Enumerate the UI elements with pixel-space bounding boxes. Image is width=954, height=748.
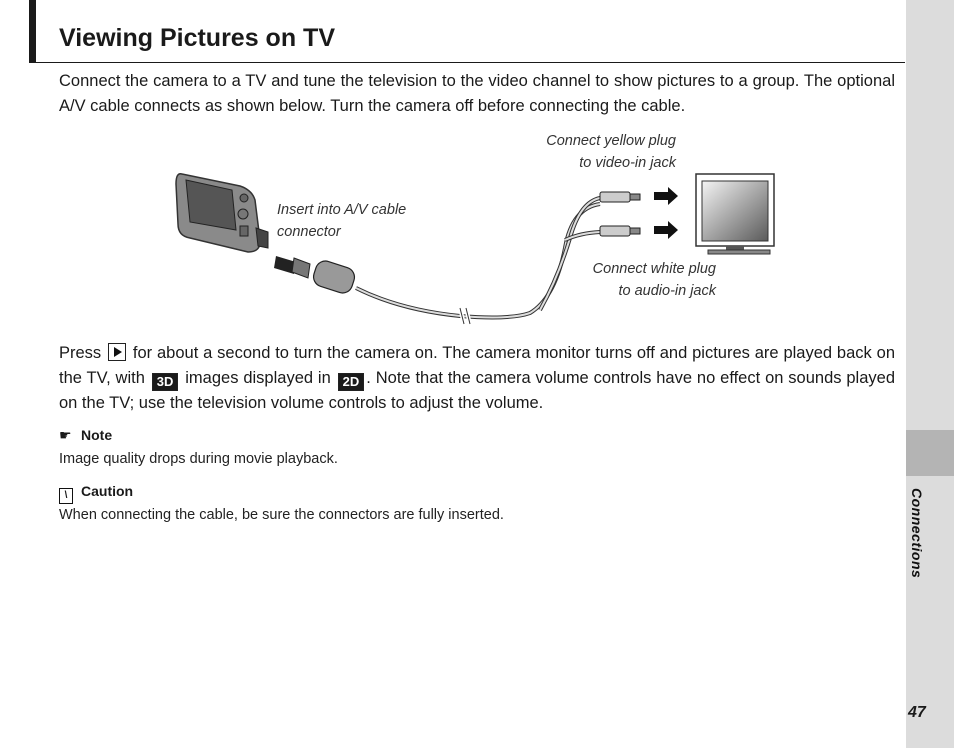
yellow-plug [599,191,641,203]
playback-button-icon [108,343,127,361]
chapter-side-tab-active [906,430,954,476]
3d-mode-icon: 3D [151,373,179,391]
white-plug [599,225,641,237]
note-text: Image quality drops during movie playbac… [59,451,338,467]
caption-white-line-2: to audio-in jack [618,283,716,299]
page-number: 47 [908,704,926,721]
arrow-audio-in-icon [654,221,678,239]
caption-white-plug: Connect white plug to audio-in jack [560,258,716,302]
caption-white-line-1: Connect white plug [592,261,716,277]
2d-mode-icon: 2D [337,373,365,391]
caption-insert-line-1: Insert into A/V cable [277,202,407,218]
note-heading-label: Note [81,427,113,443]
caution-heading-label: Caution [81,483,134,499]
av-cable-connector [274,256,356,294]
caution-icon: \ [59,488,73,504]
arrow-video-in-icon [654,187,678,205]
playback-text-3: images displayed in [180,369,336,387]
playback-paragraph: Press for about a second to turn the cam… [59,341,895,416]
playback-text-1: Press [59,344,107,362]
page-title: Viewing Pictures on TV [59,24,335,52]
intro-paragraph: Connect the camera to a TV and tune the … [59,72,895,115]
chapter-side-tab [906,0,954,748]
chapter-label: Connections [909,488,925,579]
tv-connection-diagram [175,172,775,325]
playback-text-4: . Note that the camera volume controls h… [59,369,896,412]
camera-illustration [175,172,269,253]
caption-insert-line-2: connector [277,224,341,240]
caution-heading: \ Caution [59,483,133,504]
caption-yellow-line-2: to video-in jack [579,155,676,171]
pointing-hand-icon: ☛ [59,427,72,443]
caption-insert-connector: Insert into A/V cable connector [277,199,437,243]
title-rule [29,62,905,63]
title-bar [29,0,36,63]
caution-text: When connecting the cable, be sure the c… [59,507,504,523]
playback-text-2: for about a second to turn the camera on… [59,344,895,387]
tv-illustration [695,173,775,255]
caption-yellow-line-1: Connect yellow plug [546,133,676,149]
note-heading: ☛ Note [59,427,112,444]
caption-yellow-plug: Connect yellow plug to video-in jack [500,130,676,174]
